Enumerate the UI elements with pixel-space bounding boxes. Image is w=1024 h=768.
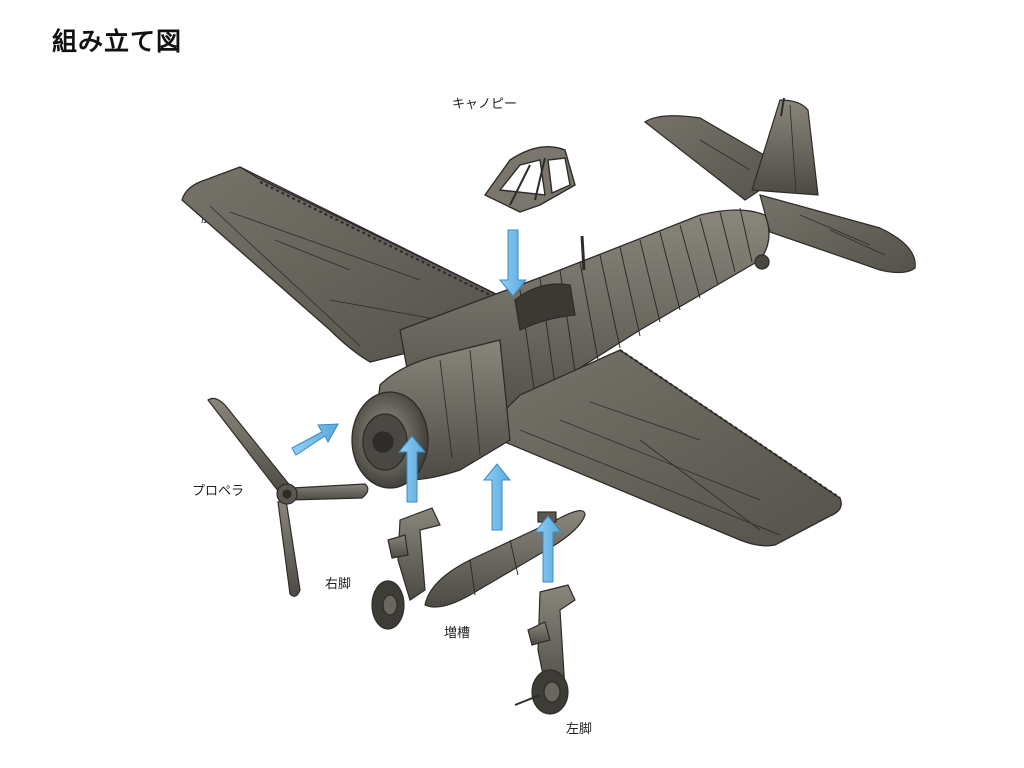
label-right-leg: 右脚 (325, 577, 352, 592)
vertical-stabilizer (751, 97, 819, 196)
label-left-leg: 左脚 (566, 722, 593, 737)
arrow-drop-tank (482, 463, 512, 531)
arrow-left-leg (533, 515, 563, 583)
left-landing-gear (514, 584, 576, 715)
arrow-propeller (291, 423, 339, 456)
engine-cowling (351, 339, 511, 489)
label-drop-tank: 増槽 (444, 626, 471, 641)
label-propeller: プロペラ (192, 484, 245, 499)
arrow-canopy (498, 229, 528, 297)
left-wing (181, 166, 501, 363)
page-title: 組み立て図 (52, 27, 183, 56)
canopy (483, 146, 576, 213)
label-canopy: キャノピー (452, 97, 518, 112)
right-wing (494, 349, 842, 547)
arrow-right-leg (397, 435, 427, 503)
propeller (207, 397, 369, 597)
right-landing-gear (371, 507, 441, 630)
